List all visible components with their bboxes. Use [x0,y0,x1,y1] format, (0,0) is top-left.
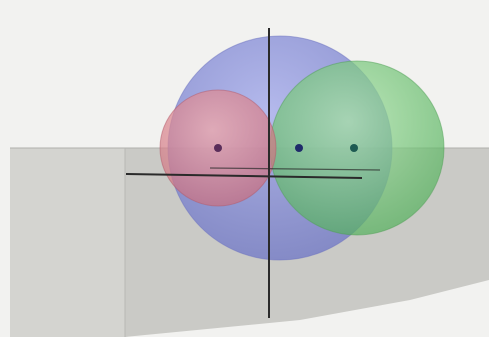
sphere-green-center [350,144,358,152]
sphere-red-center [214,144,222,152]
horizontal-axis [125,173,363,179]
ground-plane-front [10,148,125,337]
sphere-blue-center [295,144,303,152]
horizontal-axis-secondary [209,167,381,171]
